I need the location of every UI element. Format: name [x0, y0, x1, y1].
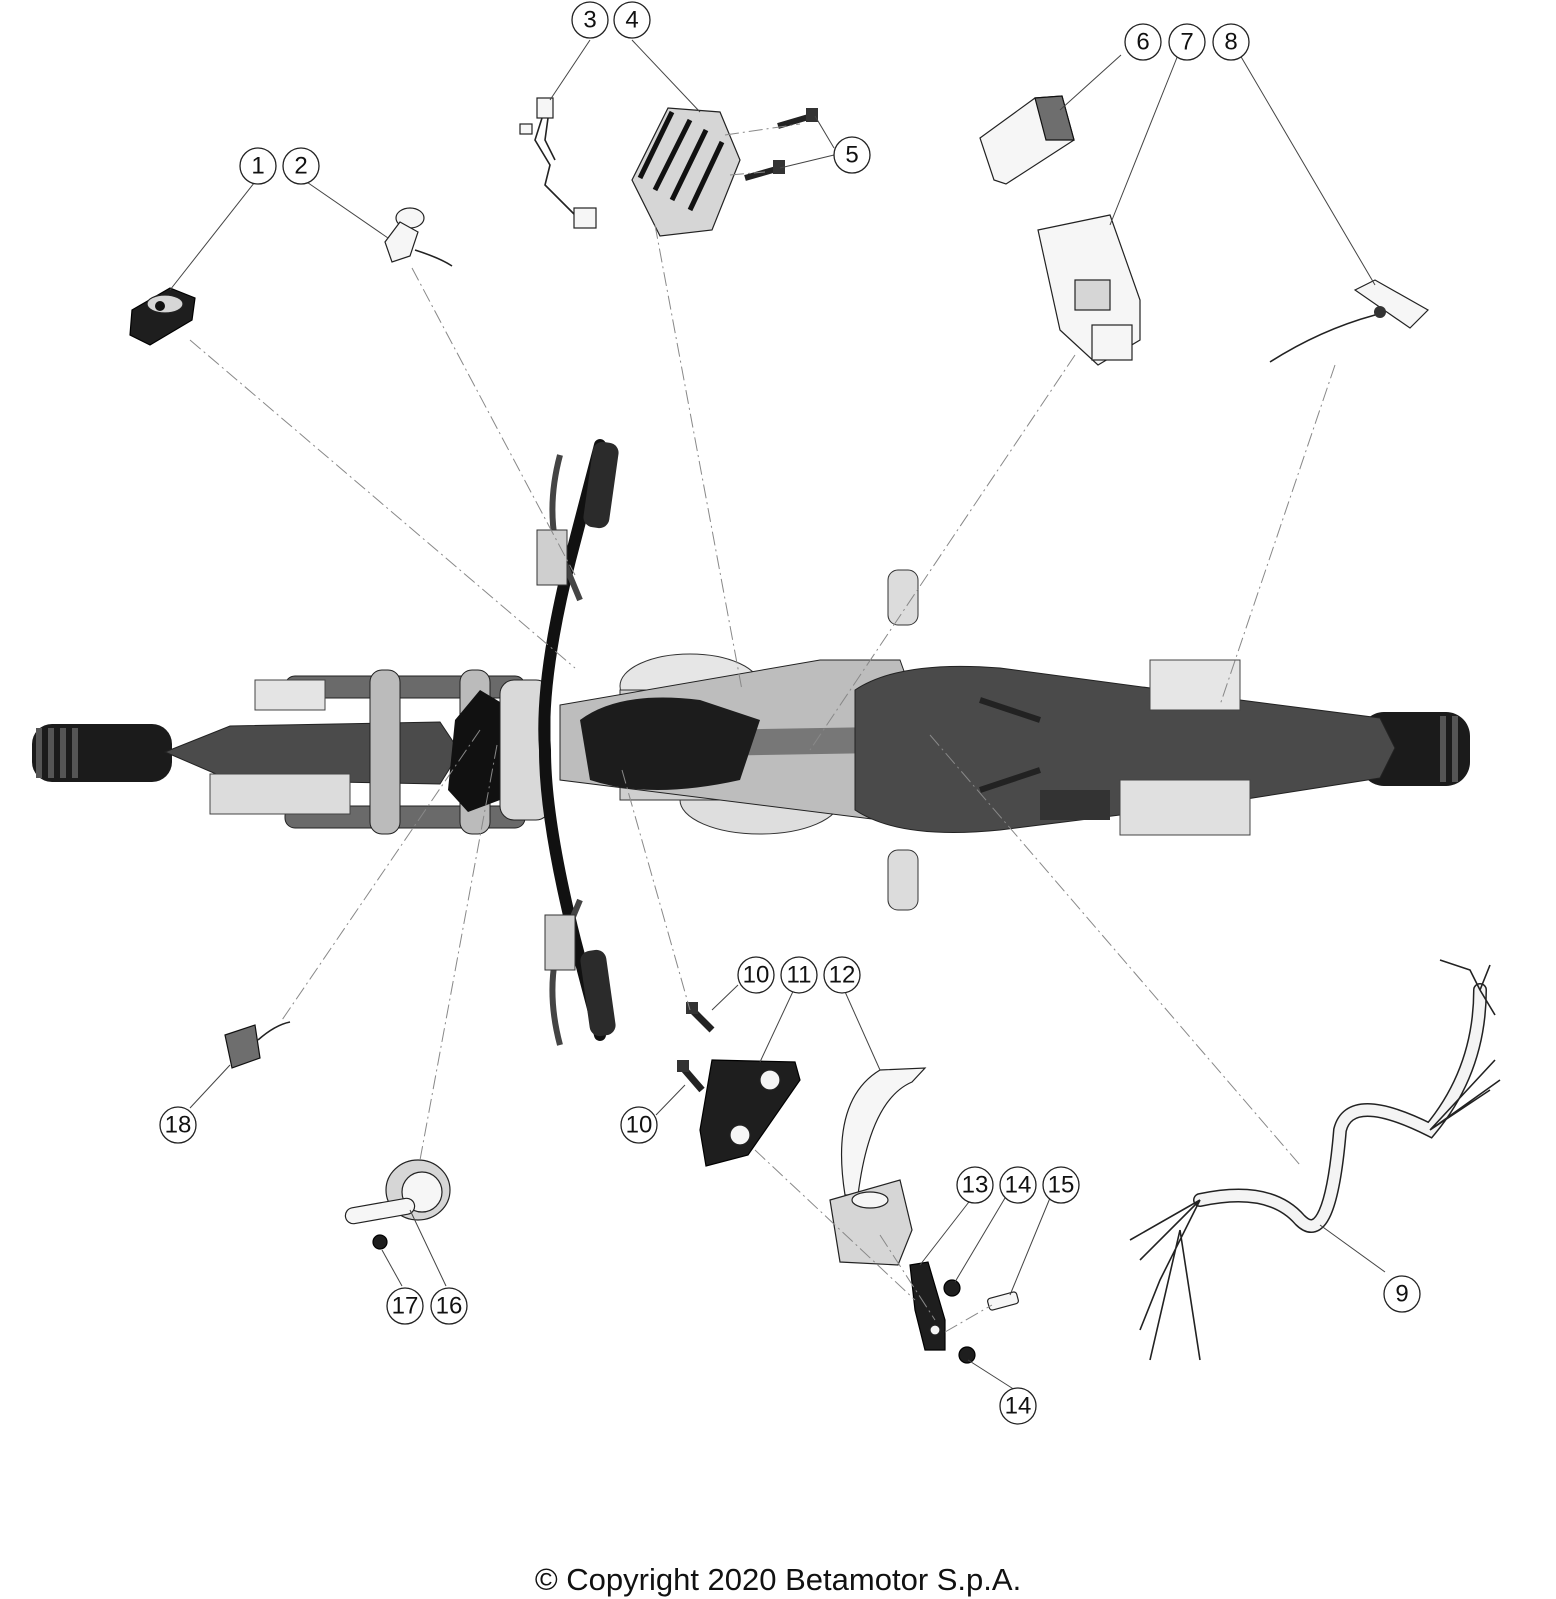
callout-11[interactable]: 11 — [780, 956, 818, 994]
callout-14-top[interactable]: 14 — [999, 1166, 1037, 1204]
part-7-ecu[interactable] — [1037, 214, 1141, 366]
svg-text:5: 5 — [845, 142, 858, 169]
callout-13[interactable]: 13 — [956, 1166, 994, 1204]
callout-7[interactable]: 7 — [1168, 23, 1206, 61]
svg-text:6: 6 — [1136, 29, 1149, 56]
svg-text:16: 16 — [436, 1293, 463, 1320]
callout-16[interactable]: 16 — [430, 1287, 468, 1325]
leader-lines — [169, 39, 1386, 1391]
svg-text:3: 3 — [583, 7, 596, 34]
fuel-tank — [580, 697, 760, 790]
rear-tyre — [1360, 712, 1470, 786]
callout-8[interactable]: 8 — [1212, 23, 1250, 61]
callout-5[interactable]: 5 — [833, 136, 871, 174]
svg-text:1: 1 — [251, 153, 264, 180]
part-3-wiring-connector[interactable] — [519, 97, 597, 229]
svg-text:10: 10 — [626, 1112, 653, 1139]
motorcycle-top-view — [32, 439, 1470, 1046]
callout-1[interactable]: 1 — [239, 147, 277, 185]
svg-text:4: 4 — [625, 7, 638, 34]
part-1-engine-stop-button[interactable] — [129, 287, 196, 346]
svg-text:14: 14 — [1005, 1393, 1032, 1420]
part-4-voltage-regulator[interactable] — [631, 107, 741, 237]
part-13-coil-bracket[interactable] — [909, 1261, 946, 1351]
part-11-bracket[interactable] — [699, 1059, 801, 1167]
callout-3[interactable]: 3 — [571, 1, 609, 39]
handlebar — [538, 439, 606, 1041]
part-12-ignition-coil[interactable] — [829, 1067, 927, 1266]
number-plate — [448, 690, 505, 812]
svg-text:8: 8 — [1224, 29, 1237, 56]
front-tyre — [32, 724, 172, 782]
svg-text:7: 7 — [1180, 29, 1193, 56]
part-14-nuts[interactable] — [943, 1279, 976, 1364]
part-10-bolts[interactable] — [677, 1002, 715, 1093]
part-5-screws[interactable] — [744, 108, 818, 181]
callout-12[interactable]: 12 — [823, 956, 861, 994]
part-15-bolt[interactable] — [987, 1291, 1019, 1311]
callout-4[interactable]: 4 — [613, 1, 651, 39]
svg-text:11: 11 — [787, 962, 812, 989]
svg-text:9: 9 — [1395, 1281, 1408, 1308]
part-16-horn[interactable] — [344, 1159, 451, 1225]
seat — [854, 665, 1396, 833]
svg-text:15: 15 — [1048, 1172, 1075, 1199]
callout-18[interactable]: 18 — [159, 1106, 197, 1144]
copyright-notice: © Copyright 2020 Betamotor S.p.A. — [534, 1562, 1022, 1597]
part-17-nut[interactable] — [372, 1234, 388, 1250]
callout-2[interactable]: 2 — [282, 147, 320, 185]
svg-text:13: 13 — [962, 1172, 989, 1199]
part-18-relay[interactable] — [224, 1021, 291, 1069]
svg-text:2: 2 — [294, 153, 307, 180]
callout-17[interactable]: 17 — [386, 1287, 424, 1325]
part-6-ecu-cover[interactable] — [979, 95, 1075, 185]
part-8-sensor[interactable] — [1269, 279, 1429, 363]
svg-text:10: 10 — [743, 962, 770, 989]
callout-14-bottom[interactable]: 14 — [999, 1387, 1037, 1425]
part-9-main-wiring-harness[interactable] — [1129, 959, 1501, 1361]
svg-text:12: 12 — [829, 962, 856, 989]
svg-text:14: 14 — [1005, 1172, 1032, 1199]
callout-10-left[interactable]: 10 — [620, 1106, 658, 1144]
callout-15[interactable]: 15 — [1042, 1166, 1080, 1204]
part-2-start-switch[interactable] — [384, 207, 453, 267]
callout-6[interactable]: 6 — [1124, 23, 1162, 61]
callout-9[interactable]: 9 — [1383, 1275, 1421, 1313]
callout-10-top[interactable]: 10 — [737, 956, 775, 994]
svg-text:18: 18 — [165, 1112, 192, 1139]
svg-text:17: 17 — [392, 1293, 419, 1320]
